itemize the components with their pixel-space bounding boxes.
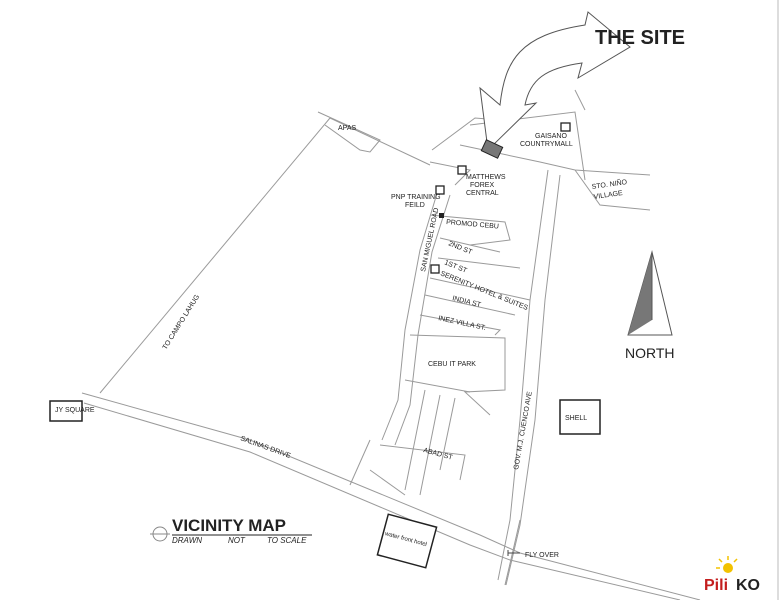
svg-text:Pili: Pili <box>704 577 728 594</box>
cuenco-avenue-label: GOV. M.J. CUENCO AVE <box>513 391 534 471</box>
inez-villa-road <box>419 314 502 336</box>
serenity-road <box>429 277 531 301</box>
promod-road <box>429 214 511 246</box>
it-park-block <box>409 334 506 416</box>
promod-marker <box>439 213 444 218</box>
apas-label: APAS <box>338 125 356 132</box>
subtitle-drawn: DRAWN <box>172 536 202 545</box>
apas-connector-road <box>329 117 431 166</box>
pnp-marker <box>435 185 445 195</box>
cuenco-avenue-edge <box>505 174 561 586</box>
waterfront-hotel-box <box>376 513 438 569</box>
pnp-label-2: FEILD <box>405 202 425 209</box>
jy-square-box <box>49 400 83 422</box>
flyover-road <box>504 519 521 586</box>
matthews-label-1: MATTHEWS <box>466 174 506 181</box>
it-park-lane-3 <box>439 397 456 471</box>
subtitle-not: NOT <box>228 536 246 545</box>
san-miguel-road <box>381 189 439 441</box>
first-st-road <box>437 257 521 269</box>
jy-square-label: JY SQUARE <box>55 407 95 414</box>
cebu-it-park-label: CEBU IT PARK <box>428 361 476 368</box>
north-label: NORTH <box>625 345 675 361</box>
lower-road <box>369 469 406 496</box>
subtitle-to-scale: TO SCALE <box>267 536 307 545</box>
site-building-marker <box>480 139 504 159</box>
inez-villa-label: INEZ VILLA ST. <box>438 315 487 332</box>
gaisano-label-2: COUNTRYMALL <box>520 141 573 148</box>
piliko-logo: Pili KO <box>704 556 760 594</box>
promod-label: PROMOD CEBU <box>446 219 499 231</box>
serenity-label: SERENITY HOTEL & SUITES <box>439 270 529 312</box>
pnp-road <box>429 161 472 186</box>
second-st-road <box>439 237 501 253</box>
campo-lahug-label: TO CAMPO LAHUG <box>162 294 201 351</box>
shell-box <box>559 399 601 435</box>
sto-nino-label-1: STO. NIÑO <box>591 177 628 191</box>
site-title: THE SITE <box>595 27 685 49</box>
salinas-drive-road <box>81 392 701 600</box>
campo-lahug-road <box>99 117 331 394</box>
vicinity-map-title: VICINITY MAP <box>172 516 286 535</box>
india-st-label: INDIA ST <box>452 295 483 309</box>
it-park-lane-1 <box>404 389 426 491</box>
gaisano-label-1: GAISANO <box>535 133 567 140</box>
pnp-label-1: PNP TRAINING <box>391 194 441 201</box>
matthews-label-3: CENTRAL <box>466 190 499 197</box>
site-pointer-arrow <box>479 11 631 152</box>
india-st-road <box>424 294 516 316</box>
apas-road <box>317 111 381 153</box>
abad-st-road <box>379 444 466 481</box>
matthews-label-2: FOREX <box>470 182 494 189</box>
matthews-marker <box>457 165 467 175</box>
serenity-marker <box>430 264 440 274</box>
svg-text:KO: KO <box>736 577 760 594</box>
north-arrow-shade <box>628 252 652 335</box>
cuenco-avenue <box>497 169 549 581</box>
it-park-lane-2 <box>419 394 441 496</box>
sto-nino-road <box>574 169 651 211</box>
it-park-inner-road <box>404 379 471 393</box>
salinas-drive-label: SALINAS DRIVE <box>239 435 291 460</box>
north-spur-road <box>574 89 586 111</box>
shell-label: SHELL <box>565 415 587 422</box>
piliko-sun-icon <box>723 563 733 573</box>
gaisano-marker <box>560 122 571 132</box>
sto-nino-label-2: VILLAGE <box>593 190 623 201</box>
salinas-drive-road-edge <box>83 402 681 600</box>
lower-connector <box>349 439 371 486</box>
fly-over-label: FLY OVER <box>525 552 559 559</box>
